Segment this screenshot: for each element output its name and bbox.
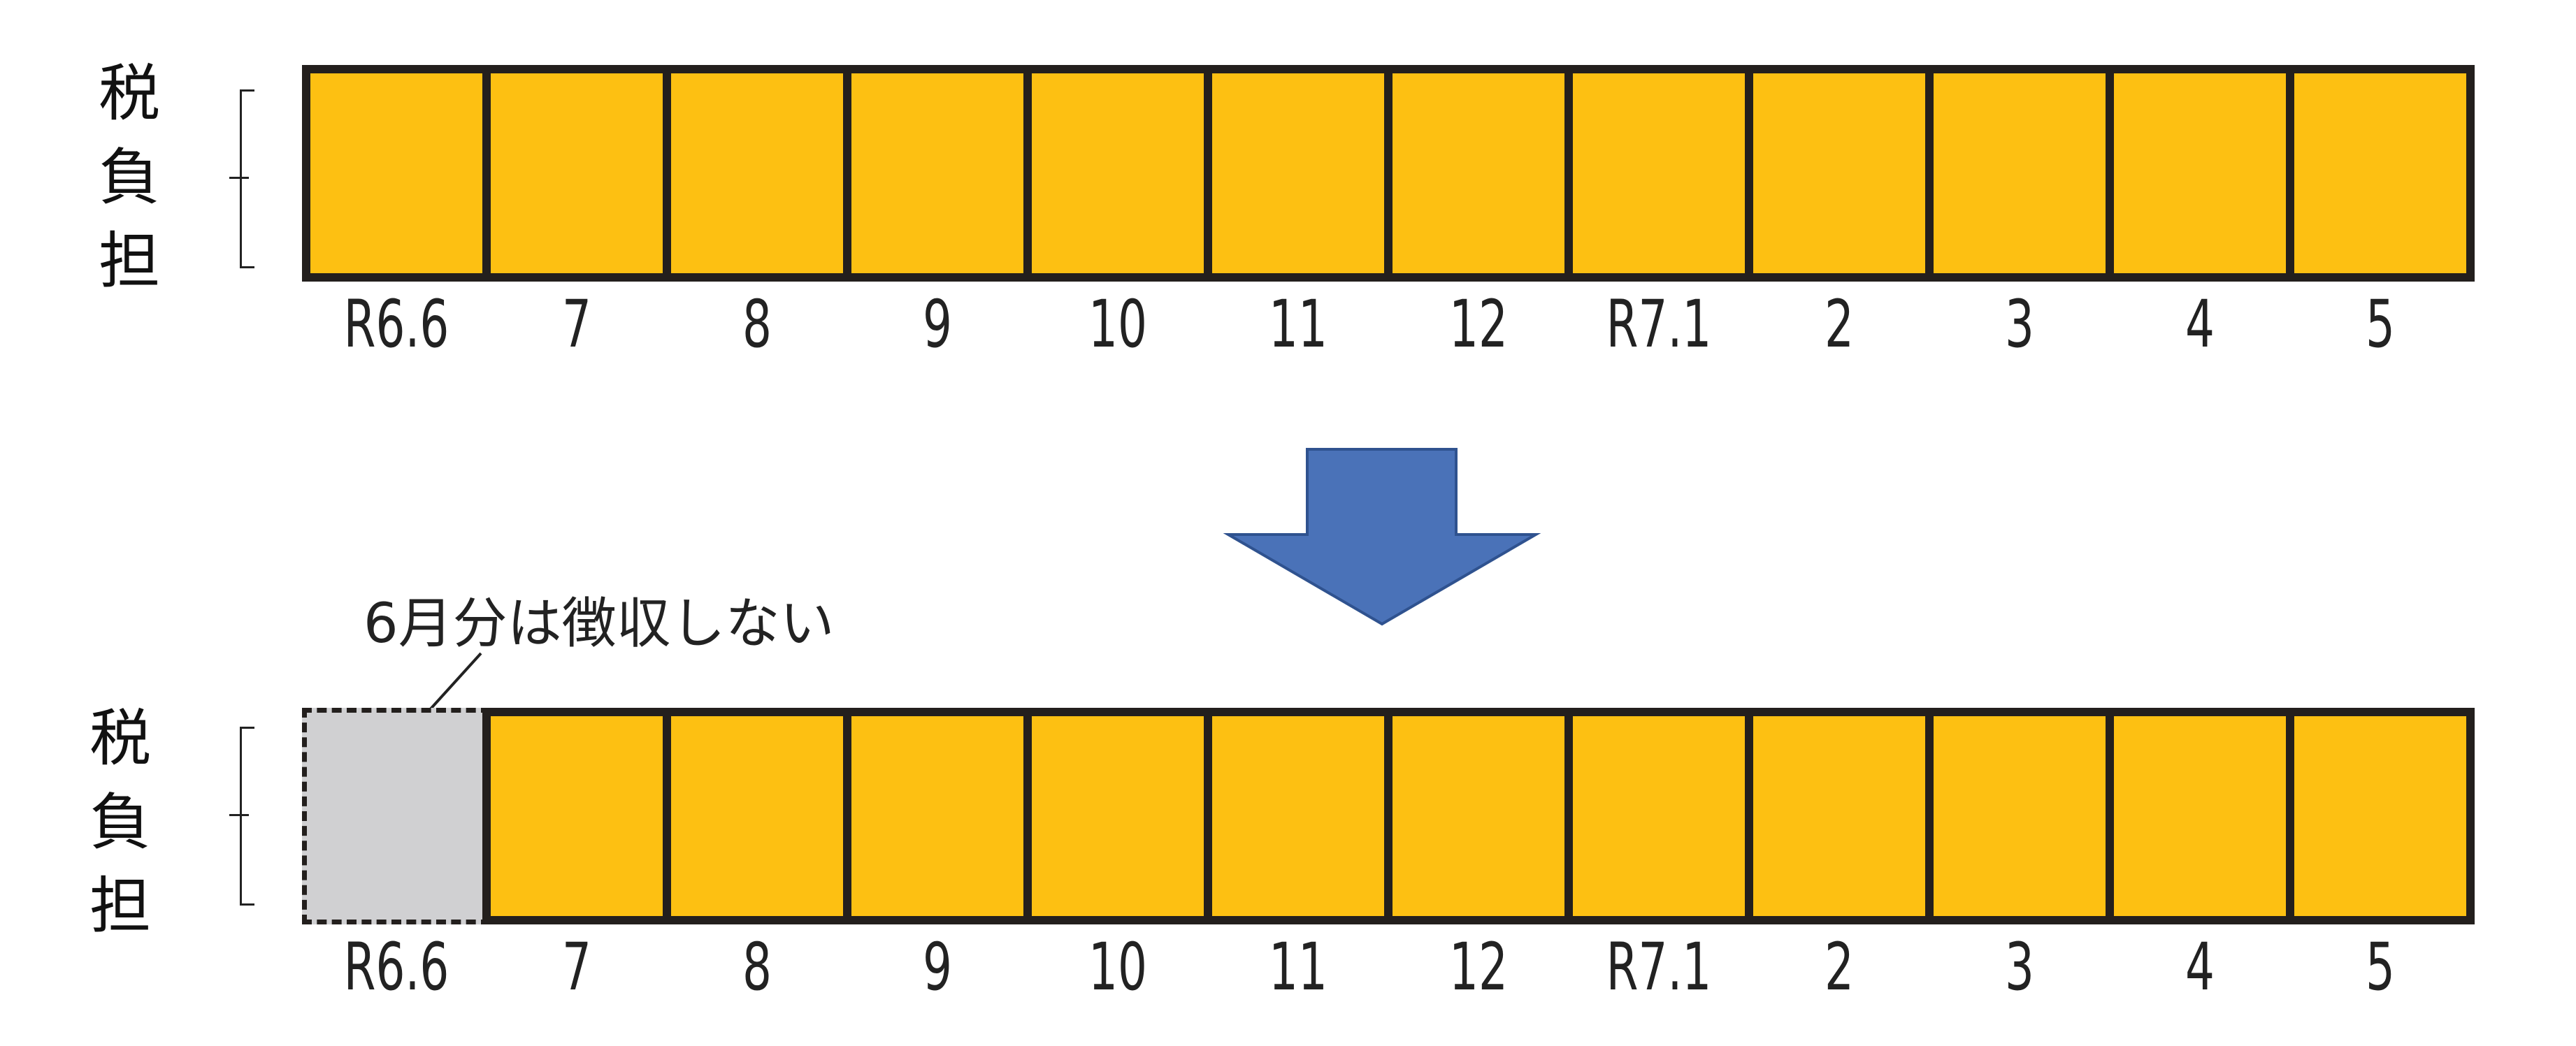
after-month-tick-label: 5 [2366,929,2395,1005]
before-month-cell [1204,65,1393,282]
before-month-tick-label: 4 [2185,286,2215,363]
after-month-cell [1564,708,1753,924]
after-month-tick-label: R6.6 [343,929,449,1005]
before-month-tick-label: 3 [2005,286,2034,363]
axis-bracket-tick-bottom [229,814,249,816]
before-month-cell [2286,65,2475,282]
before-month-tick-label: 9 [923,286,952,363]
before-month-tick-label: 8 [742,286,772,363]
after-month-tick-label: 11 [1269,929,1327,1005]
after-month-tick-label: 3 [2005,929,2034,1005]
after-month-tick-label: R7.1 [1606,929,1712,1005]
axis-bracket-top [240,89,254,268]
after-month-tick-label: 8 [742,929,772,1005]
tax-burden-label-char-3: 担 [89,870,151,942]
callout-note: 6月分は徴収しない [364,593,835,655]
after-month-cell [482,708,671,924]
tax-burden-label-bottom: 税 負 担 [85,708,155,959]
tax-burden-label-char-2: 負 [98,141,160,213]
before-month-tick-label: 2 [1825,286,1854,363]
before-month-tick-label: 11 [1269,286,1327,363]
after-month-cell [1925,708,2114,924]
after-month-cell [1384,708,1573,924]
down-arrow-icon [1223,448,1541,626]
before-month-tick-label: 7 [562,286,591,363]
after-month-tick-label: 7 [562,929,591,1005]
after-month-cell [2106,708,2294,924]
axis-bracket-tick-top [229,177,249,179]
tax-burden-label-char-3: 担 [98,225,160,297]
before-month-cell [663,65,851,282]
tax-burden-label-top: 税 負 担 [94,63,164,314]
after-month-cell [2286,708,2475,924]
before-month-cell [1023,65,1212,282]
before-month-tick-label: 5 [2366,286,2395,363]
after-month-cell [663,708,851,924]
before-month-tick-label: R6.6 [343,286,449,363]
tax-burden-label-char-2: 負 [89,786,151,858]
after-month-tick-label: 12 [1449,929,1508,1005]
after-month-tick-label: 4 [2185,929,2215,1005]
after-month-cell [1023,708,1212,924]
after-month-cell-skipped [302,708,491,924]
after-month-cell [1745,708,1934,924]
before-month-cell [302,65,491,282]
after-month-cell [1204,708,1393,924]
tax-burden-label-char-1: 税 [98,57,160,129]
axis-bracket-bottom [240,727,254,906]
tax-burden-label-char-1: 税 [89,702,151,774]
after-month-tick-label: 2 [1825,929,1854,1005]
before-month-tick-label: 10 [1088,286,1147,363]
after-month-cell [843,708,1032,924]
after-month-tick-label: 10 [1088,929,1147,1005]
after-month-tick-label: 9 [923,929,952,1005]
before-month-tick-label: 12 [1449,286,1508,363]
before-month-tick-label: R7.1 [1606,286,1712,363]
